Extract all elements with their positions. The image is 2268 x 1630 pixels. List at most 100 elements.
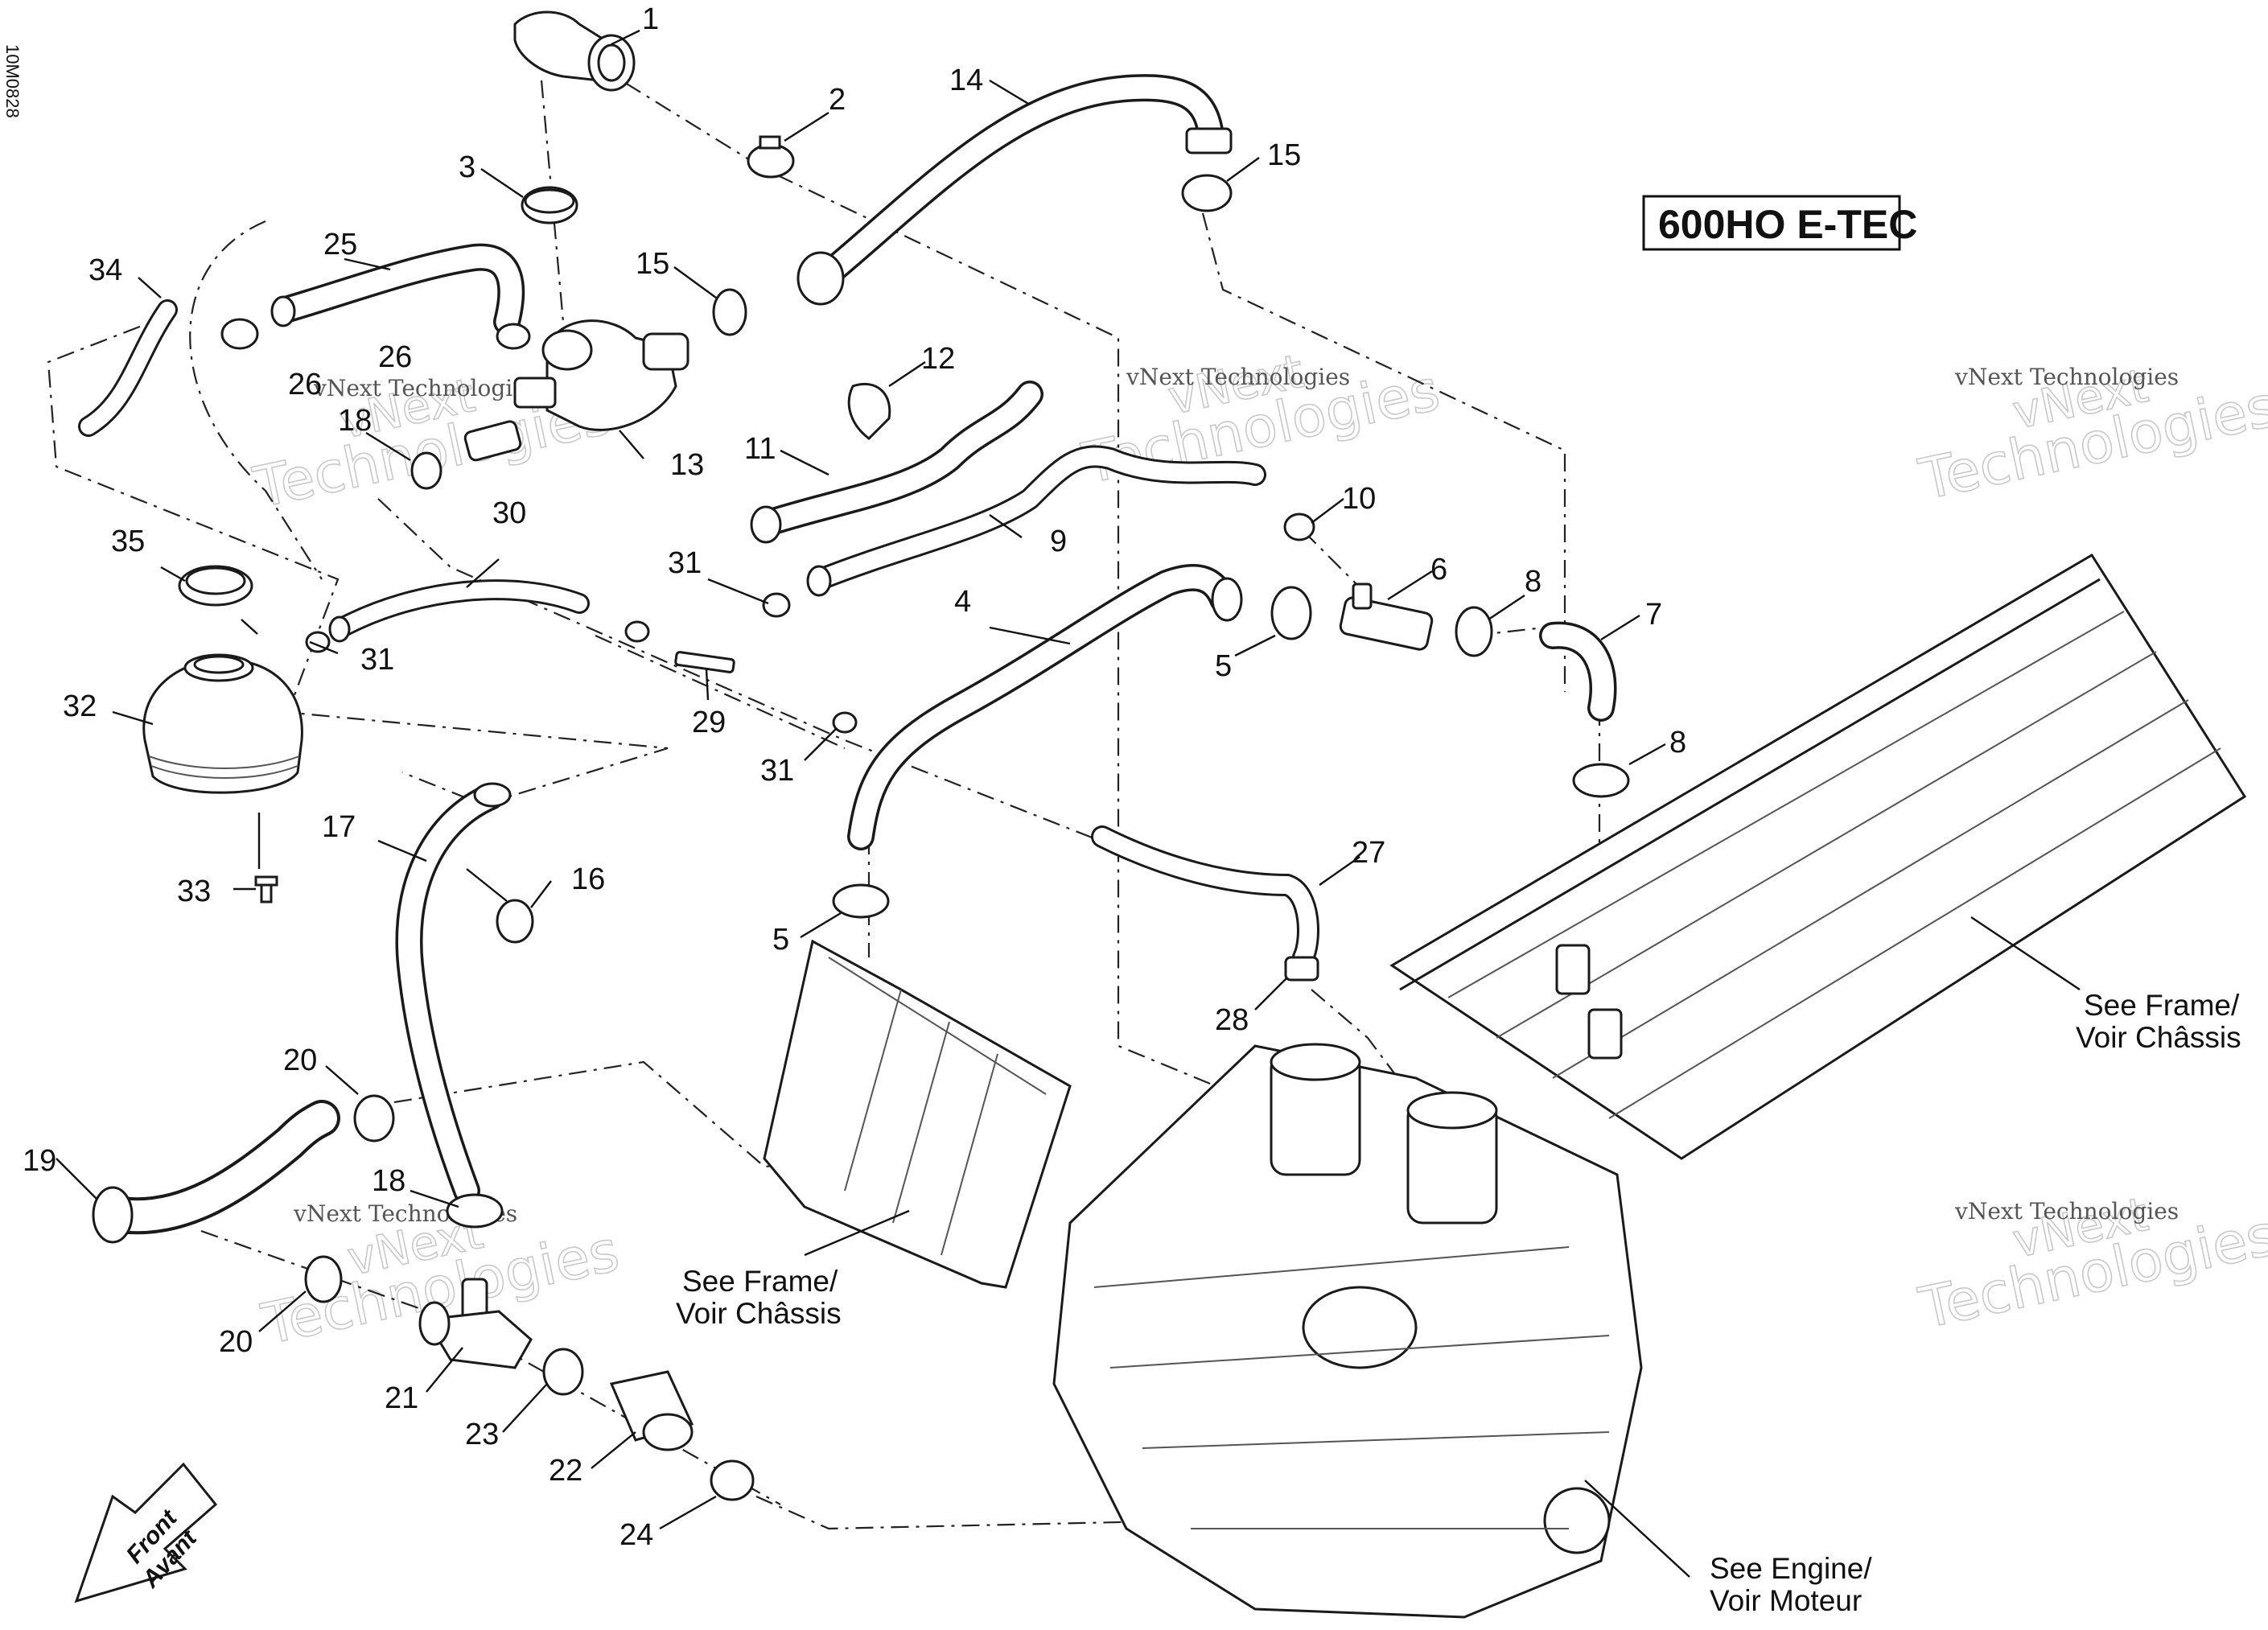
- callout-12: 12: [921, 342, 955, 376]
- watermark-small-top-left: vNext Technologies: [313, 375, 537, 401]
- callout-30: 30: [492, 496, 526, 530]
- hose-25: [270, 243, 525, 335]
- callout-32: 32: [63, 689, 97, 723]
- callout-31-left: 31: [360, 643, 394, 677]
- reservoir-cap-35: [178, 565, 253, 607]
- clamp-23: [542, 1348, 584, 1396]
- watermark-top-right: vNext Technologies: [1913, 357, 2268, 513]
- callout-10: 10: [1342, 482, 1376, 516]
- callout-28: 28: [1215, 1003, 1249, 1037]
- ref-frame-radiator-line2: Voir Châssis: [676, 1297, 842, 1330]
- hose-9: [806, 445, 1266, 597]
- clamp-31b: [624, 620, 650, 643]
- callout-19: 19: [23, 1144, 56, 1178]
- clamp-16: [496, 899, 534, 944]
- fitting-29: [674, 651, 735, 673]
- clamp-5b: [832, 883, 890, 919]
- clamp-18a: [410, 451, 442, 490]
- callout-5-upper: 5: [1215, 649, 1232, 683]
- leader-lines: [56, 29, 2081, 1578]
- hose-17: [395, 782, 512, 1204]
- clamp-26b: [220, 318, 259, 350]
- clamp-15b: [712, 288, 747, 336]
- callout-22: 22: [549, 1454, 582, 1488]
- hose-14: [796, 74, 1233, 306]
- clamp-31c: [762, 592, 791, 618]
- model-label-text: 600HO E-TEC: [1658, 202, 1917, 247]
- callout-11: 11: [744, 432, 776, 466]
- callout-6: 6: [1430, 553, 1447, 587]
- callout-4: 4: [954, 585, 971, 619]
- callout-26-right: 26: [378, 340, 412, 374]
- clamp-8b: [1572, 763, 1630, 798]
- watermark-bottom-right: vNext Technologies: [1913, 1186, 2268, 1342]
- sleeve-22: [609, 1370, 694, 1451]
- clamp-12: [847, 382, 891, 440]
- callout-35: 35: [111, 525, 145, 558]
- callout-15-right: 15: [1267, 138, 1301, 172]
- callout-8-upper: 8: [1525, 565, 1541, 599]
- callout-20-upper: 20: [283, 1043, 317, 1077]
- elbow-fitting-1: [513, 10, 636, 92]
- callout-31-upper: 31: [668, 546, 702, 580]
- callout-15-left: 15: [636, 247, 669, 281]
- watermark-small-bottom-right: vNext Technologies: [1954, 1198, 2179, 1225]
- figure-code: 10M0828: [2, 44, 23, 118]
- callout-3: 3: [459, 150, 475, 184]
- screw-33: [254, 875, 278, 903]
- clamp-31d: [832, 711, 858, 734]
- hose-27: [1091, 825, 1319, 969]
- callout-18-upper: 18: [338, 404, 372, 438]
- callout-29: 29: [692, 706, 726, 739]
- callout-26-left: 26: [288, 368, 322, 401]
- ref-engine-line2: Voir Moteur: [1710, 1584, 1862, 1617]
- callout-20-lower: 20: [219, 1325, 253, 1359]
- callout-17: 17: [322, 810, 356, 844]
- clamp-3: [521, 186, 578, 224]
- reference-labels: See Frame/ Voir Châssis See Frame/ Voir …: [676, 989, 2241, 1617]
- clamp-10: [1283, 512, 1315, 541]
- watermark-small-top-center: vNext Technologies: [1126, 364, 1350, 390]
- callout-13: 13: [670, 448, 704, 482]
- callout-16: 16: [571, 862, 605, 896]
- clamp-26a: [496, 323, 531, 350]
- watermark-small-top-right: vNext Technologies: [1954, 364, 2179, 390]
- ref-frame-radiator-line1: See Frame/: [682, 1265, 838, 1298]
- ref-engine-line1: See Engine/: [1710, 1552, 1872, 1585]
- callout-34: 34: [88, 253, 122, 287]
- clamp-5a: [1270, 586, 1312, 640]
- callout-14: 14: [949, 64, 983, 97]
- callout-2: 2: [829, 83, 846, 117]
- hose-7: [1539, 621, 1617, 722]
- ref-frame-right-line1: See Frame/: [2084, 989, 2240, 1022]
- callout-7: 7: [1645, 598, 1662, 632]
- clamp-20b: [304, 1255, 343, 1303]
- clamp-28: [1284, 956, 1319, 982]
- engine: [1052, 1043, 1643, 1619]
- front-arrow: Front Avant: [74, 1462, 218, 1603]
- callout-8-lower: 8: [1669, 726, 1686, 759]
- callout-23: 23: [465, 1418, 499, 1451]
- hose-30: [328, 579, 590, 643]
- callout-31-lower: 31: [760, 754, 794, 788]
- ref-frame-right-line2: Voir Châssis: [2076, 1021, 2241, 1054]
- callout-9: 9: [1050, 525, 1067, 558]
- model-label: 600HO E-TEC: [1642, 195, 1917, 251]
- hose-11: [750, 381, 1043, 544]
- clamp-18b: [446, 1193, 504, 1229]
- hose-19: [92, 1100, 340, 1244]
- clamps: [220, 135, 1630, 1501]
- callouts: 1 2 3 4 5 5 6 7 8 8 9 10 11 12 13 14 15 …: [23, 2, 1686, 1552]
- clamp-20a: [353, 1094, 395, 1142]
- frame-heat-exchanger: [1389, 553, 2247, 1160]
- hose-4: [847, 563, 1243, 850]
- thermostat-housing-13: [463, 319, 689, 462]
- callout-25: 25: [323, 228, 357, 261]
- callout-1: 1: [642, 2, 659, 36]
- tee-fitting-6: [1339, 582, 1434, 651]
- callout-33: 33: [177, 875, 211, 908]
- clamp-24: [710, 1459, 755, 1501]
- callout-24: 24: [619, 1518, 653, 1552]
- callout-18-lower: 18: [372, 1164, 405, 1198]
